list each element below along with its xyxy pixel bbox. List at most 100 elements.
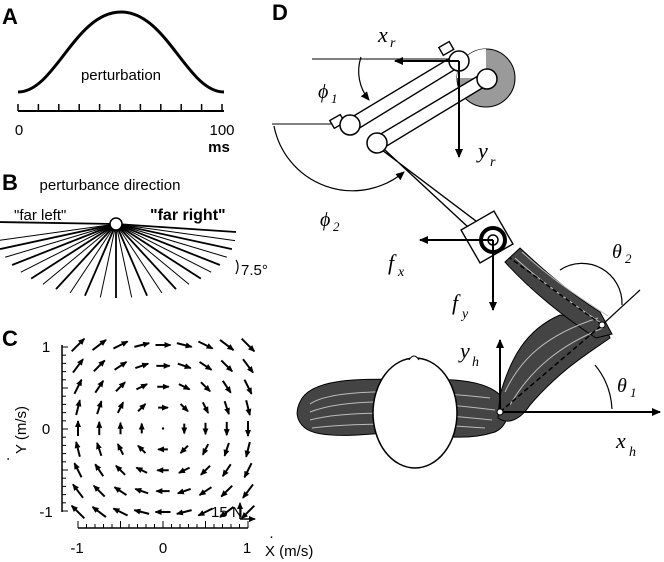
force-arrow xyxy=(175,509,192,516)
c-ylabel-dot: · xyxy=(0,457,16,462)
direction-line xyxy=(115,223,148,297)
fx-label: f xyxy=(388,250,397,275)
xh-sub: h xyxy=(629,445,636,460)
angle-arc xyxy=(235,259,239,275)
force-arrow xyxy=(96,400,103,415)
force-field-arrows xyxy=(70,337,256,520)
force-arrow xyxy=(201,401,210,414)
perturbation-label: perturbation xyxy=(81,67,161,84)
panel-a: A perturbation 0 100 ms xyxy=(2,4,235,156)
direction-line xyxy=(0,223,117,241)
elbow-point xyxy=(598,321,606,329)
c-xtick-mid: 0 xyxy=(159,540,167,557)
force-arrow xyxy=(72,358,84,374)
arm-contours xyxy=(504,251,609,406)
fx-sub: x xyxy=(397,265,405,280)
motor-sector xyxy=(457,49,486,78)
yh-sub: h xyxy=(472,355,479,370)
c-ylabel-group: Y (m/s) · xyxy=(0,406,30,462)
force-arrow xyxy=(178,383,191,391)
force-arrow xyxy=(91,339,107,351)
force-arrow xyxy=(176,342,193,349)
theta2-reference-line xyxy=(601,289,641,326)
force-arrow xyxy=(244,441,251,458)
force-arrow xyxy=(219,506,235,518)
direction-line xyxy=(115,223,233,250)
force-arrow xyxy=(200,464,211,476)
phi1-arc xyxy=(358,56,370,101)
force-arrow xyxy=(245,400,252,416)
force-arrow xyxy=(112,340,129,350)
direction-line xyxy=(84,223,117,297)
perturbance-direction-title: perturbance direction xyxy=(40,177,181,194)
force-arrow xyxy=(73,462,83,478)
direction-line xyxy=(11,223,117,266)
fy-sub: y xyxy=(460,307,469,322)
force-arrow xyxy=(96,442,103,457)
panel-a-label: A xyxy=(2,4,18,29)
direction-line xyxy=(0,223,117,250)
force-arrow xyxy=(93,484,106,498)
force-arrow xyxy=(137,444,147,454)
force-arrow xyxy=(135,383,148,391)
force-arrow xyxy=(223,442,230,457)
shoulder-point xyxy=(496,408,504,416)
time-axis-ticks xyxy=(17,104,223,111)
force-arrow xyxy=(134,488,149,495)
nose xyxy=(408,355,420,361)
upper-arm-line xyxy=(499,324,603,413)
force-arrow xyxy=(240,337,256,353)
phi2-label: ϕ xyxy=(320,209,330,231)
theta1-arc xyxy=(594,364,613,410)
c-xlabel-dot: · xyxy=(269,528,274,545)
c-xlabel: X (m/s) xyxy=(265,543,313,560)
c-xtick-right: 1 xyxy=(243,540,251,557)
direction-line xyxy=(0,221,117,225)
panel-c-label: C xyxy=(2,326,18,351)
perturbation-curve xyxy=(17,10,225,94)
panel-b: B perturbance direction "far left" "far … xyxy=(0,170,268,298)
direction-line xyxy=(115,223,212,273)
force-arrow xyxy=(116,443,125,456)
xh-label: x xyxy=(615,428,626,453)
direction-line xyxy=(20,223,117,273)
force-arrow xyxy=(134,341,151,348)
head xyxy=(372,357,458,469)
force-arrow xyxy=(221,380,232,394)
force-arrow xyxy=(74,441,81,457)
joint-elbow-a xyxy=(339,114,361,136)
force-arrow xyxy=(179,444,189,454)
force-arrow xyxy=(243,379,253,395)
far-right-label: "far right" xyxy=(150,207,226,224)
c-xtick-left: -1 xyxy=(70,540,83,557)
joint-motor xyxy=(476,68,498,90)
force-arrow xyxy=(72,483,84,499)
force-arrow xyxy=(115,381,126,393)
theta2-sub: 2 xyxy=(625,251,632,266)
panel-c: C 1 0 -1 Y (m/s) · -1 0 1 X (m/s) · 15 N xyxy=(0,326,313,560)
force-arrow xyxy=(223,400,230,415)
xr-label: x xyxy=(377,22,388,47)
force-arrow xyxy=(219,339,235,351)
yh-label: y xyxy=(458,338,470,363)
c-y-axis-ticks xyxy=(62,346,68,512)
time-unit: ms xyxy=(208,139,230,156)
force-arrow xyxy=(94,463,105,477)
force-arrow xyxy=(133,508,150,515)
yr-label: y xyxy=(476,138,488,163)
direction-line xyxy=(115,223,221,266)
c-ytick-mid: 0 xyxy=(42,421,50,438)
force-arrow xyxy=(220,484,233,498)
theta2-arc xyxy=(559,262,623,306)
scale-label: 15 N xyxy=(211,504,243,521)
fy-label: f xyxy=(452,290,461,315)
force-arrow xyxy=(70,504,86,520)
direction-line xyxy=(30,223,117,280)
c-x-axis-ticks xyxy=(77,521,249,528)
direction-line xyxy=(99,223,117,298)
direction-line xyxy=(69,223,117,294)
force-arrow xyxy=(242,358,254,374)
force-arrow xyxy=(179,403,189,413)
force-arrow xyxy=(198,361,213,371)
